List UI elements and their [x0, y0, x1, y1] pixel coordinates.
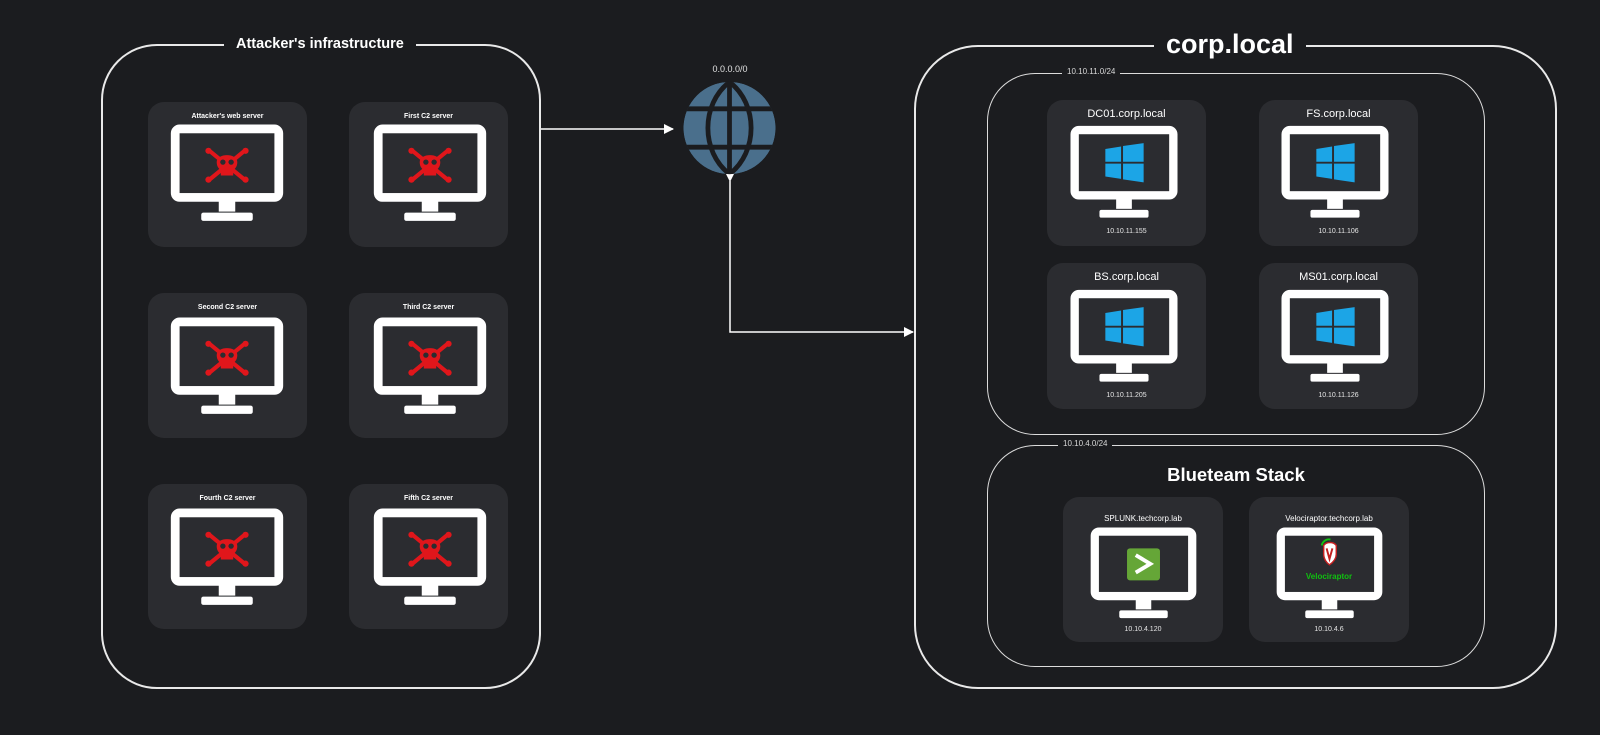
host-ip: 10.10.11.126 — [1318, 392, 1359, 399]
attacker-server-tile[interactable]: Third C2 server — [349, 293, 508, 438]
blueteam-stack-title: Blueteam Stack — [1167, 464, 1305, 485]
server-subnet-label: 10.10.11.0/24 — [1062, 68, 1121, 76]
blueteam-subnet-panel — [987, 445, 1485, 667]
host-ip: 10.10.11.106 — [1318, 228, 1359, 235]
windows-host-tile[interactable]: FS.corp.local 10.10.11.106 — [1259, 100, 1418, 246]
server-label: Attacker's web server — [191, 113, 264, 120]
globe-icon — [683, 81, 776, 175]
monitor-windows-icon — [1070, 125, 1178, 218]
windows-host-tile[interactable]: MS01.corp.local 10.10.11.126 — [1259, 263, 1418, 409]
velociraptor-host-tile[interactable]: Velociraptor.techcorp.lab Velociraptor 1… — [1249, 497, 1409, 642]
attacker-server-tile[interactable]: First C2 server — [349, 102, 508, 247]
host-name: BS.corp.local — [1094, 271, 1159, 283]
host-ip: 10.10.11.155 — [1106, 228, 1147, 235]
monitor-splunk-icon — [1090, 527, 1197, 619]
host-name: SPLUNK.techcorp.lab — [1104, 514, 1182, 523]
attacker-panel-title: Attacker's infrastructure — [224, 37, 416, 52]
internet-label: 0.0.0.0/0 — [712, 64, 748, 74]
server-label: Fourth C2 server — [199, 495, 256, 502]
host-name: DC01.corp.local — [1087, 108, 1166, 120]
internet-to-corp-arrow — [725, 172, 914, 337]
monitor-skull-icon — [170, 317, 284, 414]
server-label: Third C2 server — [402, 304, 455, 311]
server-label: Second C2 server — [197, 304, 258, 311]
host-ip: 10.10.11.205 — [1106, 392, 1147, 399]
host-ip: 10.10.4.6 — [1314, 626, 1344, 633]
attacker-server-tile[interactable]: Attacker's web server — [148, 102, 307, 247]
monitor-velociraptor-icon — [1276, 527, 1383, 619]
host-ip: 10.10.4.120 — [1124, 626, 1162, 633]
host-name: FS.corp.local — [1306, 108, 1371, 120]
monitor-skull-icon — [373, 508, 487, 605]
windows-host-tile[interactable]: BS.corp.local 10.10.11.205 — [1047, 263, 1206, 409]
velociraptor-logo-text: Velociraptor — [1305, 572, 1353, 581]
attacker-server-tile[interactable]: Second C2 server — [148, 293, 307, 438]
monitor-skull-icon — [170, 124, 284, 221]
attacker-server-tile[interactable]: Fourth C2 server — [148, 484, 307, 629]
monitor-skull-icon — [373, 124, 487, 221]
splunk-host-tile[interactable]: SPLUNK.techcorp.lab 10.10.4.120 — [1063, 497, 1223, 642]
monitor-windows-icon — [1281, 289, 1389, 382]
host-name: Velociraptor.techcorp.lab — [1285, 514, 1373, 523]
server-label: Fifth C2 server — [403, 495, 454, 502]
monitor-windows-icon — [1281, 125, 1389, 218]
server-label: First C2 server — [403, 113, 454, 120]
monitor-windows-icon — [1070, 289, 1178, 382]
corp-panel-title: corp.local — [1154, 31, 1306, 58]
server-subnet-panel — [987, 73, 1485, 435]
host-name: MS01.corp.local — [1299, 271, 1378, 283]
windows-host-tile[interactable]: DC01.corp.local 10.10.11.155 — [1047, 100, 1206, 246]
attacker-server-tile[interactable]: Fifth C2 server — [349, 484, 508, 629]
monitor-skull-icon — [170, 508, 284, 605]
blueteam-subnet-label: 10.10.4.0/24 — [1058, 440, 1113, 448]
monitor-skull-icon — [373, 317, 487, 414]
